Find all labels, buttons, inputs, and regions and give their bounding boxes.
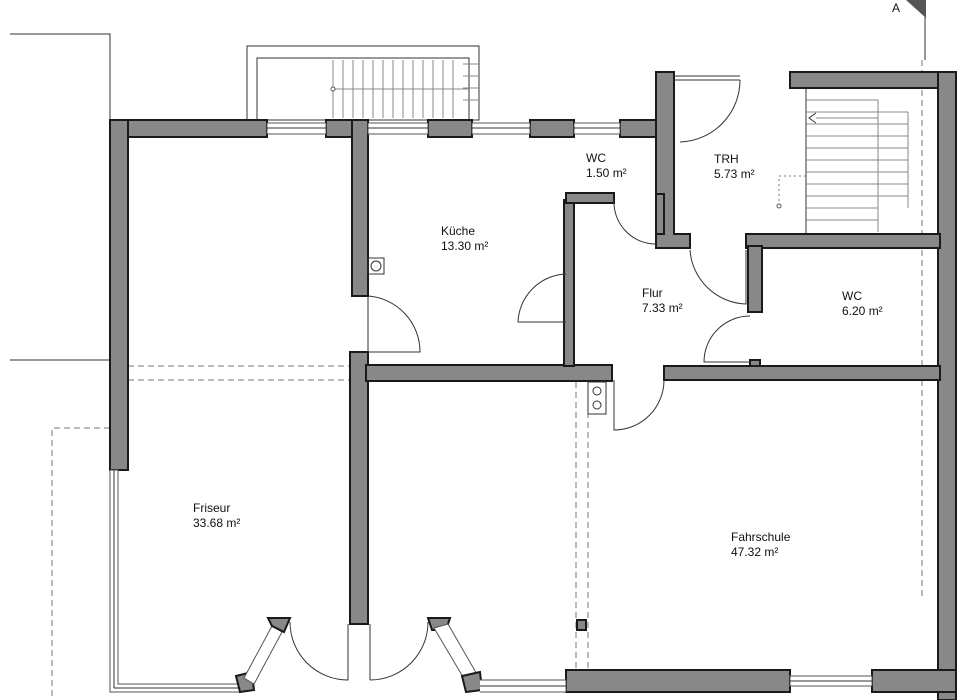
- room-labels: Friseur 33.68 m² Küche 13.30 m² WC 1.50 …: [193, 151, 883, 559]
- room-wc1-area: 1.50 m²: [586, 166, 627, 180]
- room-flur-area: 7.33 m²: [642, 301, 683, 315]
- windows: [266, 122, 873, 687]
- doors: [289, 75, 751, 681]
- room-fahrschule-name: Fahrschule: [731, 530, 791, 544]
- fixtures: [367, 257, 607, 415]
- room-trh-name: TRH: [714, 152, 739, 166]
- room-flur-name: Flur: [642, 286, 663, 300]
- room-fahrschule-area: 47.32 m²: [731, 545, 778, 559]
- context-lines: [10, 10, 926, 696]
- section-marker: A: [892, 0, 926, 18]
- section-marker-label: A: [892, 1, 900, 15]
- room-wc2-area: 6.20 m²: [842, 304, 883, 318]
- stairwell: [776, 87, 939, 237]
- room-trh-area: 5.73 m²: [714, 167, 755, 181]
- outside-stair: [246, 45, 480, 121]
- room-friseur-name: Friseur: [193, 501, 230, 515]
- room-wc2-name: WC: [842, 289, 862, 303]
- shop-front: [109, 469, 567, 694]
- room-kueche-area: 13.30 m²: [441, 239, 488, 253]
- room-kueche-name: Küche: [441, 224, 475, 238]
- room-friseur-area: 33.68 m²: [193, 516, 240, 530]
- dashed-lines: [128, 365, 589, 692]
- room-wc1-name: WC: [586, 151, 606, 165]
- walls: [109, 71, 957, 700]
